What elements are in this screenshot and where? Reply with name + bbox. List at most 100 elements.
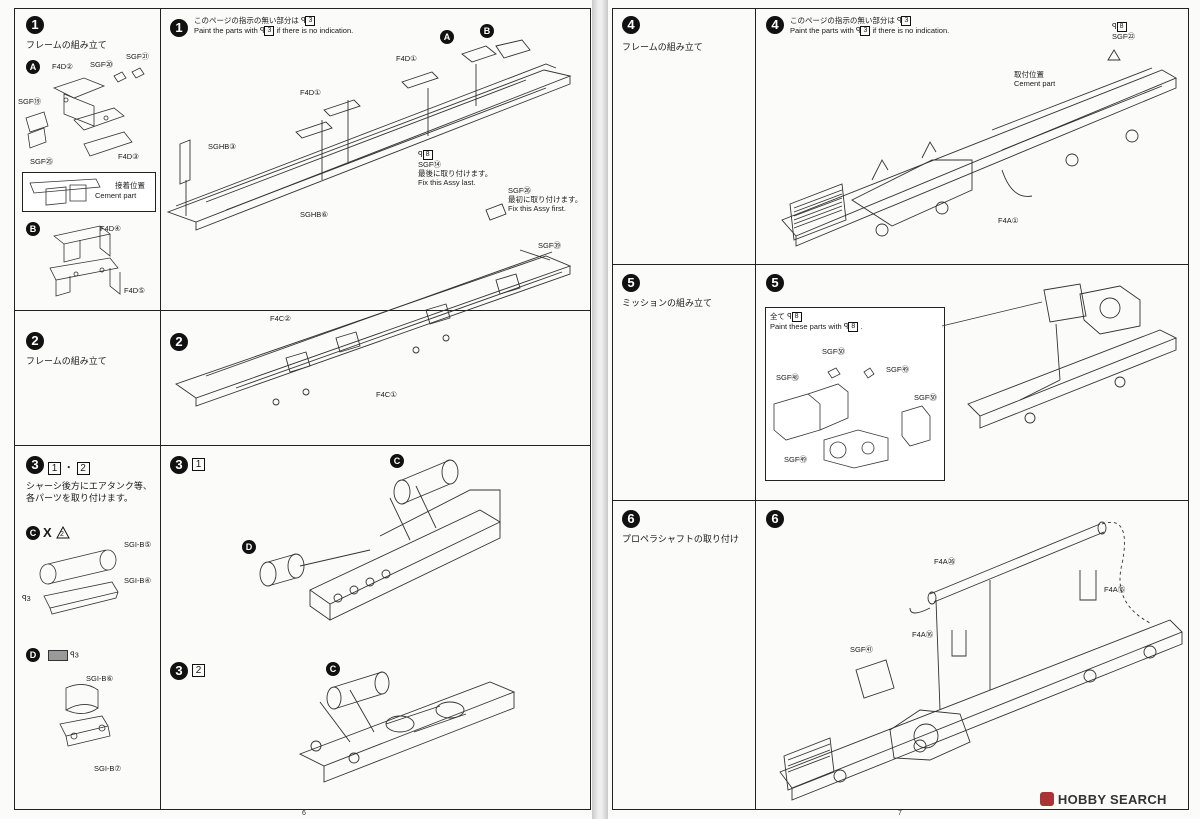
sub-a-drawing: [25, 67, 145, 157]
step-3-box-1: 1: [48, 461, 61, 475]
sub-d-paint-glyph: ꟼ: [70, 650, 75, 660]
label-cement-jp: 取付位置: [1014, 70, 1044, 79]
right-column-divider: [755, 8, 756, 809]
watermark-text: HOBBY SEARCH: [1057, 792, 1167, 807]
step-5-badge: 5: [622, 274, 640, 292]
sub-c-letter: C: [26, 526, 40, 540]
diagram-4-note-en: Paint the parts with: [790, 26, 854, 36]
part-sgf25: SGF㉕: [30, 157, 53, 166]
triangle-icon: [56, 525, 70, 539]
label-first-en: Fix this Assy first.: [508, 204, 566, 213]
diagram-5-box-line2: Paint these parts with: [770, 322, 842, 332]
part-f4d2: F4D②: [52, 62, 73, 71]
label-last-en: Fix this Assy last.: [418, 178, 476, 188]
diagram-2-badge: 2: [170, 333, 188, 351]
step-1-badge: 1: [26, 16, 44, 34]
diagram-4-note-jp: このページの指示の無い部分は: [790, 16, 895, 25]
step-3-title-line2: 各パーツを取り付けます。: [26, 493, 133, 503]
label-sghb3: SGHB③: [208, 142, 236, 151]
label-sgf39: SGF㊴: [538, 241, 561, 250]
diagram-3b-c-letter: C: [326, 662, 340, 676]
label-p8-num-r: 8: [1116, 22, 1127, 33]
sub-c-x-mark: X: [43, 525, 52, 540]
part-sgib5: SGI-B⑤: [124, 540, 152, 549]
label-f4c1: F4C①: [376, 390, 397, 399]
step-4-title: フレームの組み立て: [622, 42, 703, 52]
part-f4d5: F4D⑤: [124, 286, 145, 295]
step-6-badge: 6: [622, 510, 640, 528]
diagram-5-inset: [765, 307, 945, 481]
step-3-boxes: 1 ・ 2: [48, 459, 90, 475]
diagram-1-note-en2: if there is no indication.: [276, 26, 354, 36]
diagram-4-paint-num-en: 3: [860, 26, 871, 37]
left-page: [0, 0, 592, 819]
diagram-1-note-jp: このページの指示の無い部分は: [194, 16, 299, 25]
sub-b-letter: B: [26, 222, 40, 236]
left-column-divider: [160, 8, 161, 809]
part-sgf19: SGF⑲: [18, 97, 41, 106]
label-f4a16: F4A⑯: [912, 630, 934, 639]
diagram-5-callout-line: [941, 301, 1043, 327]
cement-part-inset: 接着位置 Cement part: [22, 172, 156, 212]
sub-c-paint-ref: ꟼ3: [22, 594, 31, 603]
diagram-1-badge: 1: [170, 19, 188, 37]
step-3-title-line1: シャーシ後方にエアタンク等、: [26, 481, 152, 491]
label-sgf51: SGF㊾: [886, 365, 909, 374]
diagram-5-badge: 5: [766, 274, 784, 292]
step-6-title: プロペラシャフトの取り付け: [622, 534, 739, 544]
label-f4a15: F4A⑮: [1104, 585, 1126, 594]
diagram-1-a-letter: A: [440, 30, 454, 44]
diagram-5-chassis: [967, 283, 1178, 429]
diagram-1-note-en: Paint the parts with: [194, 26, 258, 36]
part-sgf21: SGF㉑: [126, 52, 149, 61]
label-sgf26: SGF㉖: [508, 186, 531, 195]
part-sgib7: SGI-B⑦: [94, 764, 122, 773]
sub-d-paint-num: 3: [74, 650, 79, 660]
paint-glyph: ꟼ: [22, 594, 27, 603]
diagram-3b-drawing: [298, 671, 516, 783]
diagram-3b-box: 2: [192, 664, 205, 677]
right-page-number: 7: [898, 810, 902, 817]
diagram-3a-d-letter: D: [242, 540, 256, 554]
label-sgf49: SGF㊾: [784, 455, 807, 464]
left-row-divider-2: [14, 445, 590, 446]
diagram-3a-badge: 3: [170, 456, 188, 474]
left-row-divider-1: [14, 310, 590, 311]
sub-d-letter: D: [26, 648, 40, 662]
label-cement-block: 取付位置 Cement part: [1014, 70, 1055, 88]
label-sgf52: SGF㊿: [822, 347, 845, 356]
part-sgf20: SGF⑳: [90, 60, 113, 69]
label-last-jp: 最後に取り付けます。: [418, 169, 493, 179]
label-f4a1: F4A①: [998, 216, 1019, 225]
book-gutter: [592, 0, 608, 819]
step-1-title: フレームの組み立て: [26, 40, 107, 50]
diagram-6-drawing: [779, 521, 1183, 801]
diagram-5-box-num-2: 8: [848, 322, 859, 333]
label-first-jp: 最初に取り付けます。: [508, 195, 583, 204]
diagram-1-paint-num-en: 3: [264, 26, 275, 37]
step-3-sep: ・: [63, 463, 74, 474]
right-row-divider-1: [612, 264, 1188, 265]
label-sgf48: SGF㊽: [776, 373, 799, 382]
step-3-badge: 3: [26, 456, 44, 474]
label-sgf26-block: SGF㉖ 最初に取り付けます。 Fix this Assy first.: [508, 186, 582, 213]
label-f4d1-top: F4D①: [396, 54, 417, 63]
diagram-5-box-line1: 全て: [770, 312, 785, 321]
diagram-4-paint-num-jp: 3: [901, 16, 912, 27]
step-3-box-2: 2: [76, 461, 90, 475]
diagram-3b-badge: 3: [170, 662, 188, 680]
hobby-search-watermark: HOBBY SEARCH: [1040, 792, 1167, 807]
diagram-4-note-en2: if there is no indication.: [872, 26, 950, 36]
label-sgf22: SGF㉒: [1112, 32, 1135, 42]
right-row-divider-2: [612, 500, 1188, 501]
step-2-badge: 2: [26, 332, 44, 350]
diagram-1-paint-num-jp: 3: [305, 16, 316, 27]
label-sgf50: SGF㊿: [914, 393, 937, 402]
label-f4d1-left: F4D①: [300, 88, 321, 97]
label-cement-en: Cement part: [1014, 79, 1056, 88]
label-f4c2: F4C②: [270, 314, 291, 323]
part-f4d3: F4D③: [118, 152, 139, 161]
